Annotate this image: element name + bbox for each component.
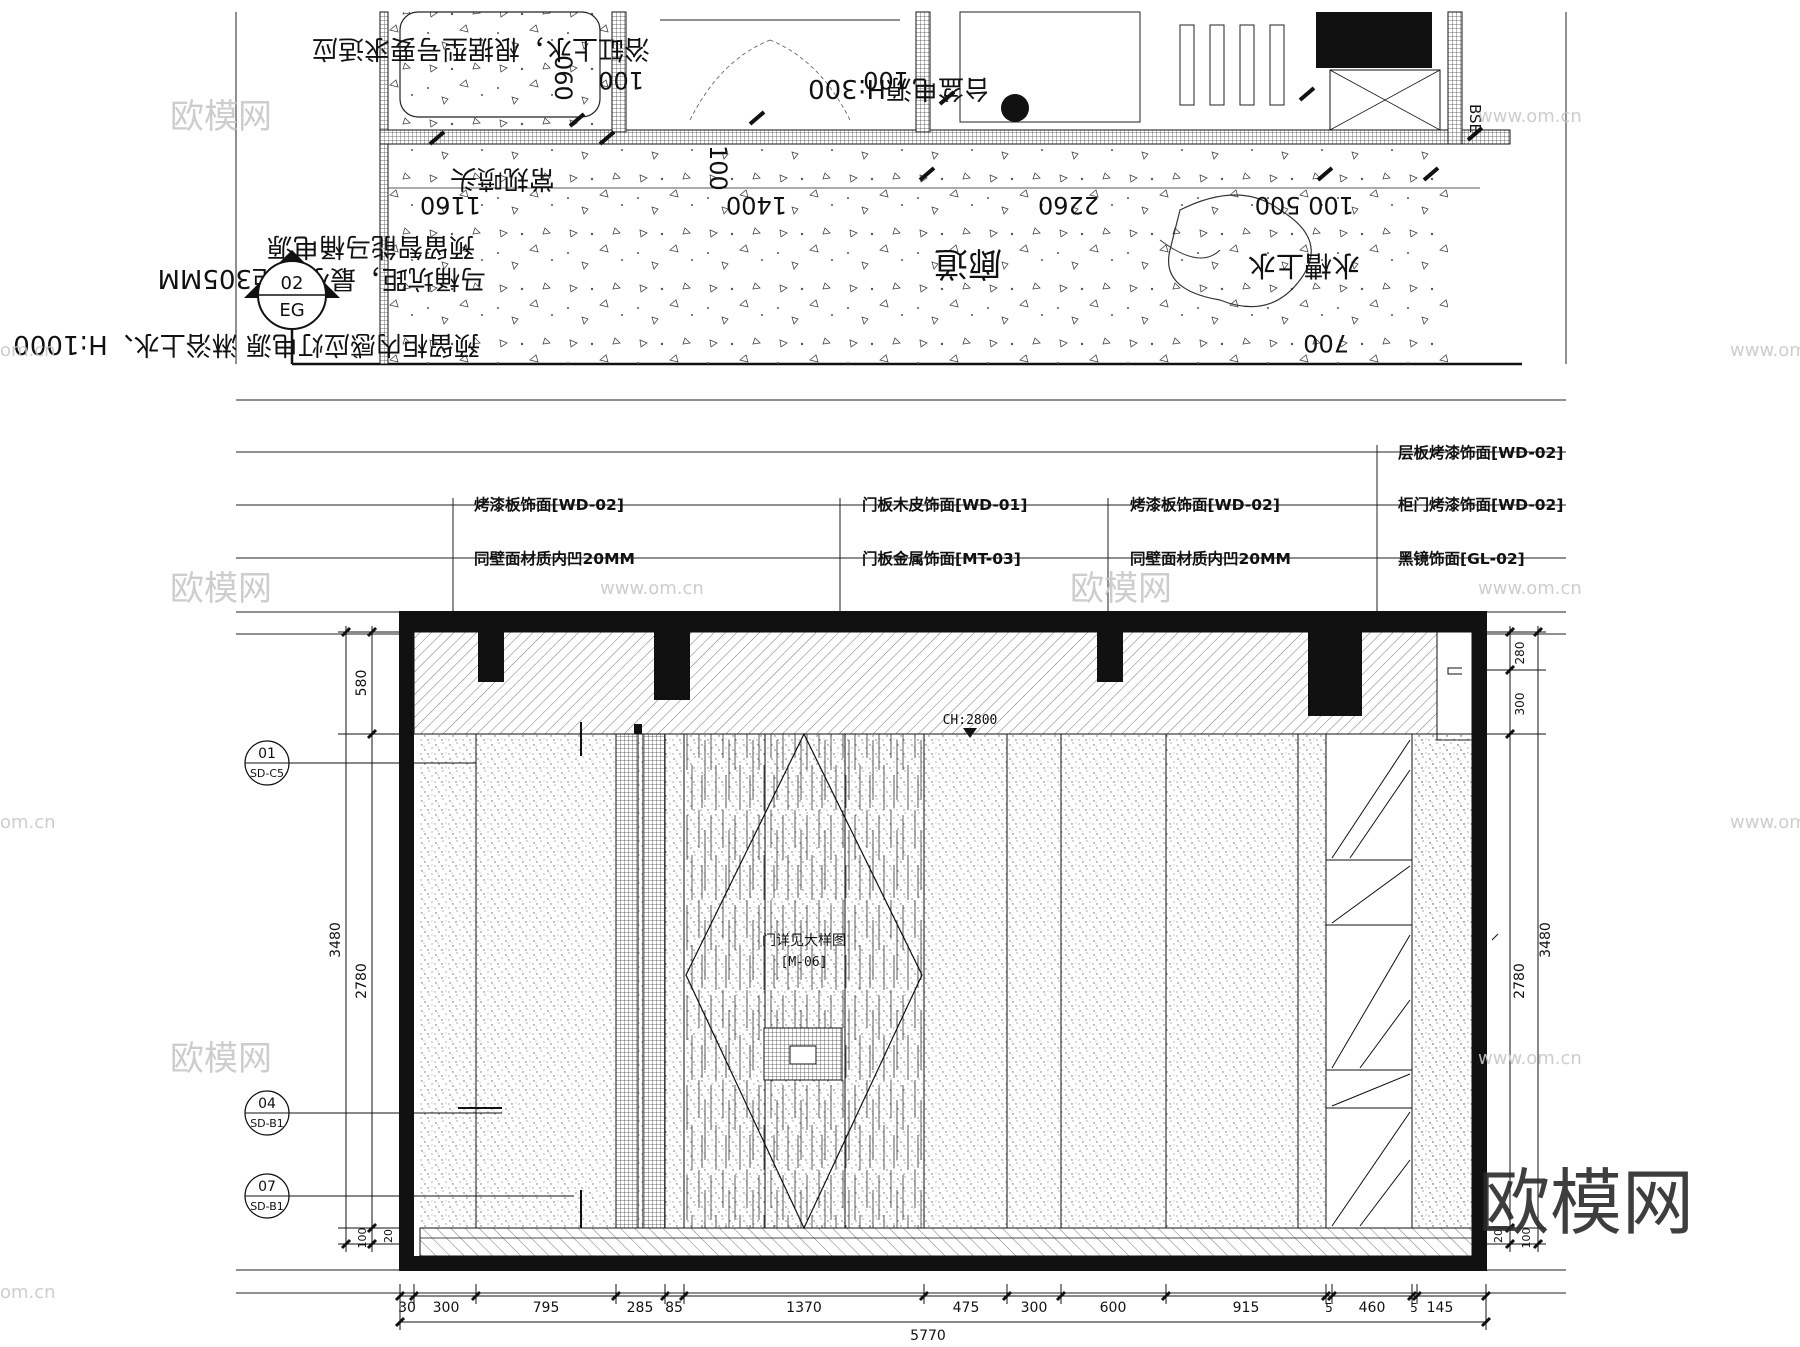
left-dim-580: 580	[354, 670, 370, 697]
bottom-dim-460: 460	[1359, 1300, 1386, 1316]
brand-watermark: 欧模网	[1478, 1161, 1694, 1245]
callout-07-number: 07	[258, 1179, 276, 1195]
bottom-dim-5-b: 5	[1410, 1301, 1418, 1315]
right-dim-100: 100	[1520, 1228, 1533, 1249]
callout-04-sheet: SD-B1	[250, 1117, 284, 1130]
plan-dim-700: 700	[1303, 329, 1349, 357]
plan-note-basin-power: 台盆电源H:300	[808, 73, 990, 103]
bottom-dim-300-b: 300	[1021, 1300, 1048, 1316]
left-dimension-chain	[338, 626, 400, 1252]
left-dim-2780: 2780	[354, 963, 370, 999]
bottom-dim-475: 475	[953, 1300, 980, 1316]
plan-note-shower: 常规喷头	[451, 163, 555, 193]
watermark-cn-3: 欧模网	[1070, 569, 1172, 609]
plan-dim-100-a: 100	[863, 66, 909, 94]
callout-07: 07 SD-B1	[244, 1173, 574, 1219]
right-dim-300: 300	[1513, 693, 1527, 716]
plan-label-corridor: 廊道	[934, 243, 1002, 283]
callout-01-sheet: SD-C5	[250, 767, 284, 780]
right-dimension-chain	[1486, 626, 1546, 1252]
plan-dim-2260: 2260	[1038, 191, 1099, 219]
wall-elevation: CH:2800 门详见大样图 [M-06]	[236, 611, 1566, 1294]
bottom-dim-915: 915	[1233, 1300, 1260, 1316]
callout-01-number: 01	[258, 746, 276, 762]
watermark-url: www.om.cn	[1478, 106, 1582, 127]
watermark-url-4: www.om.cn	[1478, 1048, 1582, 1069]
watermark-edge-url-right: www.om.cn	[1730, 340, 1800, 361]
bottom-dim-30: 30	[398, 1300, 416, 1316]
callout-01: 01 SD-C5	[244, 740, 476, 786]
plan-label-bse: BSE	[1466, 104, 1484, 133]
bottom-dim-300-a: 300	[433, 1300, 460, 1316]
material-3-line0: 层板烤漆饰面[WD-02]	[1398, 443, 1563, 462]
material-1-line1: 门板木皮饰面[WD-01]	[862, 495, 1027, 514]
watermarks: 欧模网 www.om.cn om.cn www.om.cn 欧模网 www.om…	[0, 97, 1800, 1303]
bottom-dimension-chain	[394, 1284, 1492, 1330]
right-dim-20: 20	[1492, 1229, 1505, 1243]
bottom-dim-795: 795	[533, 1300, 560, 1316]
ceiling-height-mark: CH:2800	[943, 713, 998, 738]
bottom-dim-145: 145	[1427, 1300, 1454, 1316]
plan-note-bathtub: 浴缸上水，根据型号要求适应	[312, 33, 650, 63]
left-dim-3480: 3480	[328, 922, 344, 958]
door-note-line1: 门详见大样图	[762, 933, 846, 949]
door-note-line2: [M-06]	[781, 955, 828, 970]
right-dim-2780: 2780	[1512, 963, 1528, 999]
plan-dimensions: 2260 1400 1160 700 100 500 100 100 060 1…	[420, 55, 1354, 357]
plan-dim-1160: 1160	[420, 191, 481, 219]
right-dim-280: 280	[1513, 642, 1527, 665]
watermark-edge-url-2: om.cn	[0, 812, 56, 833]
plan-dim-1400: 1400	[726, 191, 787, 219]
watermark-url-2: www.om.cn	[600, 578, 704, 599]
material-0-line2: 同壁面材质内凹20MM	[474, 549, 635, 568]
watermark-cn: 欧模网	[170, 97, 272, 137]
plan-note-smart-toilet: 预留智能马桶电源	[267, 231, 475, 261]
bottom-dim-5-a: 5	[1325, 1301, 1333, 1315]
watermark-edge-url-3: om.cn	[0, 1282, 56, 1303]
bottom-dim-600: 600	[1100, 1300, 1127, 1316]
ceiling-height-label: CH:2800	[943, 713, 998, 728]
plan-dim-100-c: 100	[704, 145, 732, 191]
watermark-edge-url-right-2: www.om.cn	[1730, 812, 1800, 833]
floor-plan-partial: 2260 1400 1160 700 100 500 100 100 060 1…	[13, 11, 1567, 401]
bottom-dim-85: 85	[665, 1300, 683, 1316]
material-2-line2: 同壁面材质内凹20MM	[1130, 549, 1291, 568]
plan-dim-100-b: 100	[598, 66, 644, 94]
material-callouts: 烤漆板饰面[WD-02] 同壁面材质内凹20MM 门板木皮饰面[WD-01] 门…	[236, 443, 1566, 613]
bottom-dim-1370: 1370	[786, 1300, 822, 1316]
plan-label-sink: 水槽上水	[1248, 249, 1360, 282]
watermark-url-3: www.om.cn	[1478, 578, 1582, 599]
material-2-line1: 烤漆板饰面[WD-02]	[1130, 495, 1280, 514]
section-marker: 02 EG	[244, 250, 340, 364]
left-dim-20: 20	[382, 1229, 395, 1243]
plan-note-cabinet-light: 预留柜内感应灯电源 淋浴上水、H:1000	[13, 329, 480, 359]
plan-dim-100-500: 100 500	[1255, 191, 1354, 219]
watermark-edge-url: om.cn	[0, 340, 56, 361]
material-0-line1: 烤漆板饰面[WD-02]	[474, 495, 624, 514]
section-marker-sheet: EG	[279, 300, 304, 321]
bottom-dim-total-5770: 5770	[910, 1328, 946, 1344]
detail-callouts: 01 SD-C5 04 SD-B1 07 SD-B1	[244, 740, 574, 1219]
bottom-dim-285: 285	[627, 1300, 654, 1316]
callout-04: 04 SD-B1	[244, 1090, 502, 1136]
section-marker-number: 02	[281, 273, 304, 294]
watermark-cn-2: 欧模网	[170, 569, 272, 609]
material-1-line2: 门板金属饰面[MT-03]	[862, 549, 1021, 568]
left-dim-100: 100	[356, 1228, 369, 1249]
callout-04-number: 04	[258, 1096, 276, 1112]
material-3-line1: 柜门烤漆饰面[WD-02]	[1398, 495, 1563, 514]
plan-dim-060: 060	[549, 55, 577, 101]
watermark-cn-4: 欧模网	[170, 1039, 272, 1079]
callout-07-sheet: SD-B1	[250, 1200, 284, 1213]
right-dim-3480: 3480	[1538, 922, 1554, 958]
material-3-line2: 黑镜饰面[GL-02]	[1398, 549, 1525, 568]
